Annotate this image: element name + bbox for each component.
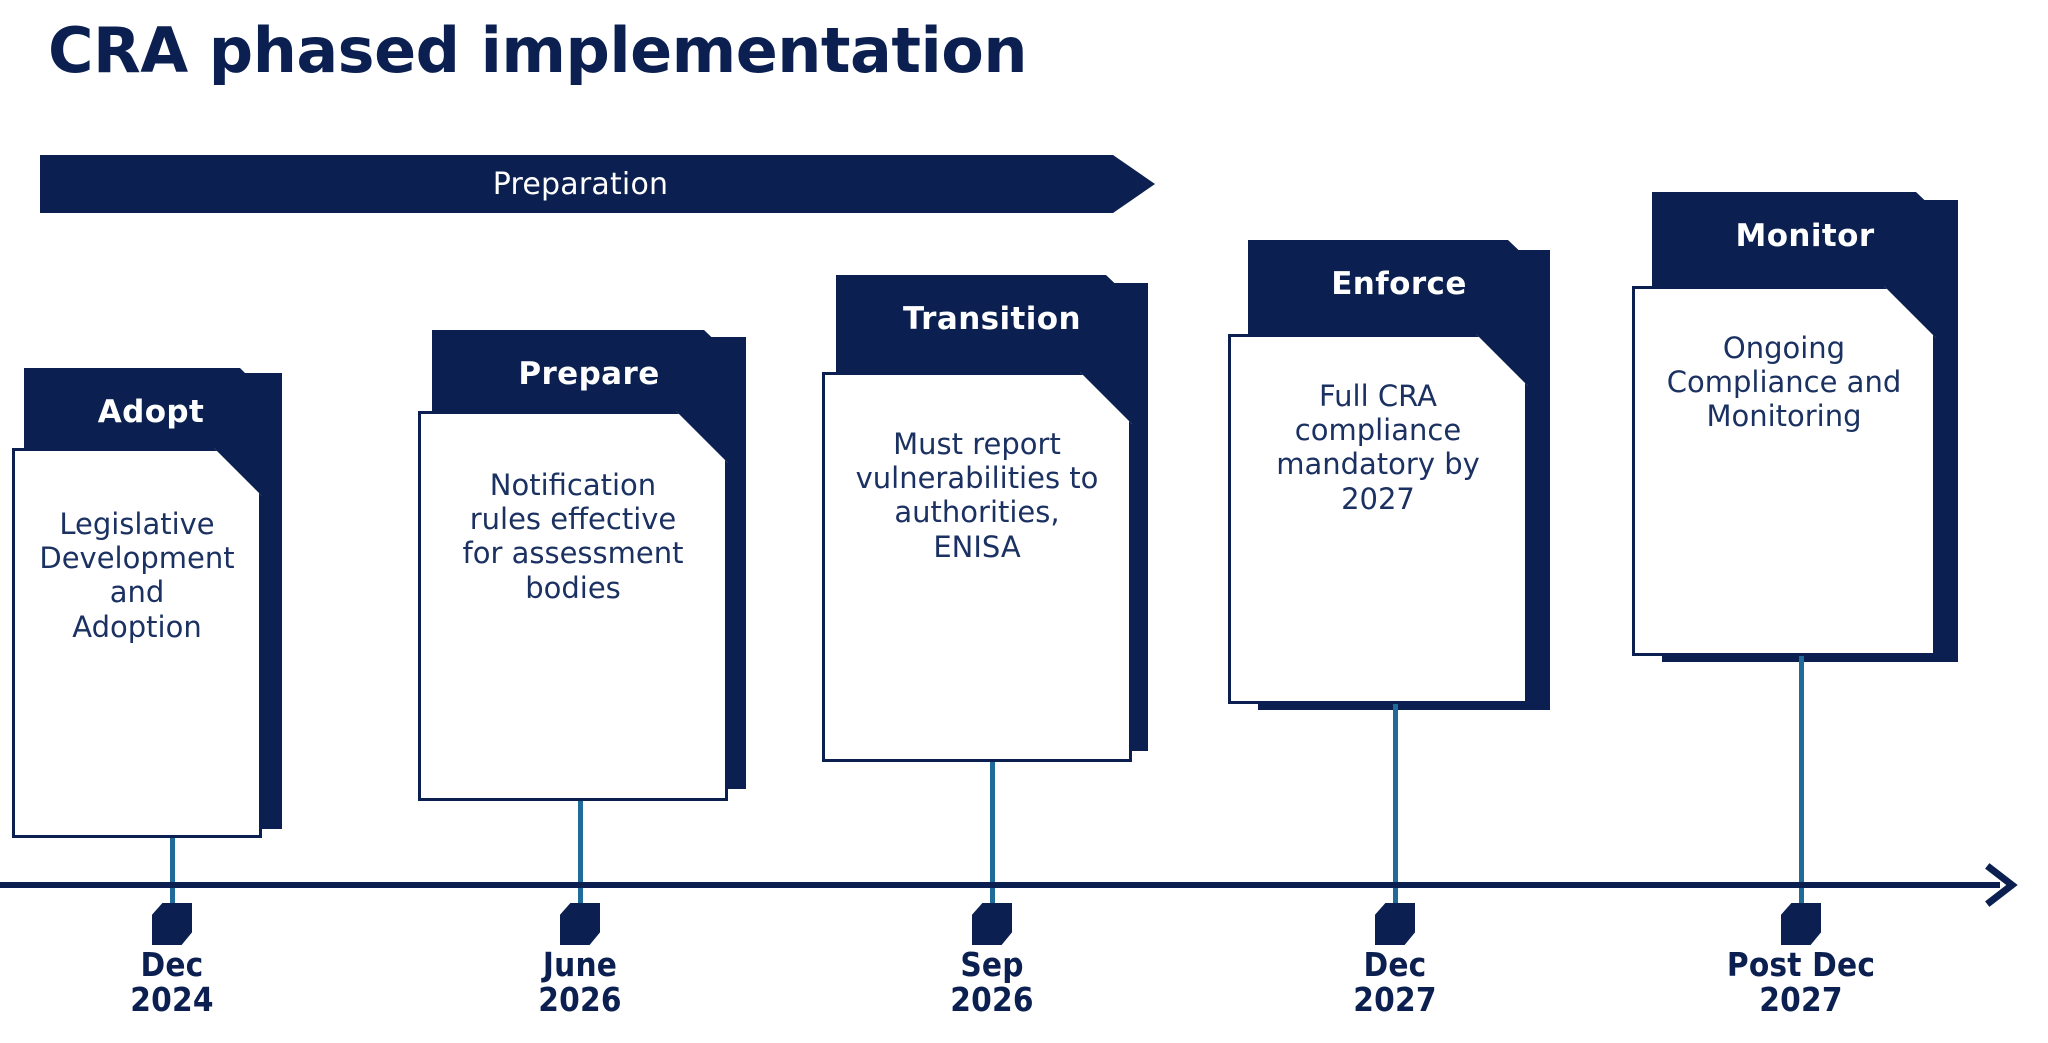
milestone-description: Must report vulnerabilities to authoriti…: [855, 427, 1099, 564]
card-body-adopt: Legislative Development and Adoption: [12, 448, 262, 838]
card-header-transition: Transition: [836, 275, 1148, 385]
card-header-monitor: Monitor: [1652, 192, 1958, 302]
milestone-description: Full CRA compliance mandatory by 2027: [1276, 379, 1480, 516]
milestone-date: Post Dec 2027: [1726, 945, 1876, 1019]
timeline-marker-icon: [1375, 903, 1415, 945]
connector-line: [990, 762, 995, 906]
milestone-description: Legislative Development and Adoption: [39, 507, 235, 644]
phase-label: Adopt: [97, 394, 205, 430]
phase-label: Enforce: [1331, 266, 1467, 302]
timeline-marker-icon: [972, 903, 1012, 945]
card-body-enforce: Full CRA compliance mandatory by 2027: [1228, 334, 1528, 704]
milestone-description: Notification rules effective for assessm…: [462, 468, 684, 605]
phase-label: Monitor: [1735, 218, 1875, 254]
preparation-banner-label: Preparation: [492, 166, 669, 202]
timeline-marker-icon: [152, 903, 192, 945]
connector-line: [170, 838, 175, 906]
phase-label: Transition: [903, 301, 1081, 337]
arrow-right-icon: [1985, 863, 2018, 907]
timeline-axis: [0, 882, 2000, 888]
card-body-prepare: Notification rules effective for assessm…: [418, 411, 728, 801]
card-header-enforce: Enforce: [1248, 240, 1550, 350]
page-title: CRA phased implementation: [48, 14, 1028, 87]
card-body-transition: Must report vulnerabilities to authoriti…: [822, 372, 1132, 762]
milestone-date: Sep 2026: [950, 945, 1034, 1019]
card-body-monitor: Ongoing Compliance and Monitoring: [1632, 286, 1936, 656]
connector-line: [1393, 704, 1398, 906]
timeline-marker-icon: [1781, 903, 1821, 945]
milestone-date: Dec 2027: [1353, 945, 1437, 1019]
preparation-banner: Preparation: [40, 155, 1155, 213]
milestone-description: Ongoing Compliance and Monitoring: [1666, 331, 1902, 434]
timeline-marker-icon: [560, 903, 600, 945]
connector-line: [1799, 656, 1804, 906]
phase-label: Prepare: [518, 356, 660, 392]
milestone-date: June 2026: [538, 945, 622, 1019]
connector-line: [578, 801, 583, 906]
milestone-date: Dec 2024: [130, 945, 214, 1019]
